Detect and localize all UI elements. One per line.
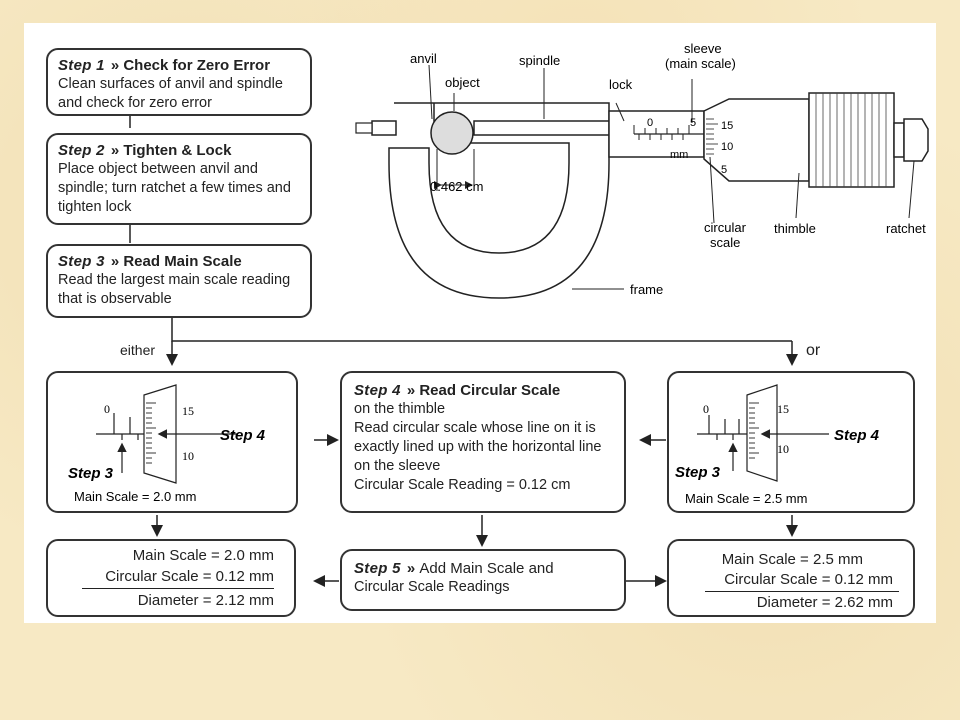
object-width-label: 0.462 cm — [430, 179, 483, 194]
spindle-shape — [473, 120, 610, 136]
step5-label: Step 5 — [354, 560, 401, 577]
step2-body: Place object between anvil and spindle; … — [58, 161, 291, 215]
step-arrow-icon: » — [406, 560, 416, 577]
ratchet-shape — [903, 118, 929, 162]
step4-reading: Circular Scale Reading = 0.12 cm — [354, 477, 571, 493]
left-reading-box: 0 15 10 Step 4 Step 3 Main Scale = 2.0 m… — [46, 371, 298, 513]
thimble-tick-10: 10 — [721, 141, 733, 153]
step3-box: Step 3 » Read Main Scale Read the largest… — [46, 244, 312, 318]
step5-body: Circular Scale Readings — [354, 579, 510, 595]
left-step3-label: Step 3 — [68, 465, 114, 482]
left-result-sum-line — [82, 588, 274, 589]
frame-label: frame — [630, 282, 663, 297]
right-result-sum-line — [705, 591, 899, 592]
left-result-main: Main Scale = 2.0 mm — [132, 547, 274, 564]
connector-arrows — [129, 113, 798, 587]
sleeve-tick-0: 0 — [647, 117, 653, 129]
left-tick-15: 15 — [182, 404, 194, 418]
step1-title: Check for Zero Error — [123, 57, 271, 74]
object-label: object — [445, 75, 480, 90]
right-caption: Main Scale = 2.5 mm — [685, 491, 807, 506]
step1-box: Step 1 » Check for Zero Error Clean surfa… — [46, 48, 312, 116]
spindle-label: spindle — [519, 53, 560, 68]
step3-label: Step 3 — [58, 253, 105, 270]
right-result-main: Main Scale = 2.5 mm — [721, 551, 863, 568]
right-step4-label: Step 4 — [834, 427, 880, 444]
anvil-shape — [371, 120, 397, 136]
left-caption: Main Scale = 2.0 mm — [74, 489, 196, 504]
left-step4-label: Step 4 — [220, 427, 266, 444]
diagram-panel: Step 1 » Check for Zero Error Clean surfa… — [24, 23, 936, 623]
left-tick-10: 10 — [182, 449, 194, 463]
right-tick-0: 0 — [703, 402, 709, 416]
right-result-circular: Circular Scale = 0.12 mm — [724, 571, 893, 588]
right-scale-drawing: 0 15 10 Step 4 Step 3 Main Scale = 2.5 m… — [675, 384, 880, 506]
left-result-box: Main Scale = 2.0 mm Circular Scale = 0.1… — [46, 539, 296, 617]
or-label: or — [806, 342, 821, 359]
thimble-label: thimble — [774, 221, 816, 236]
step3-body: Read the largest main scale reading that… — [58, 272, 291, 307]
step4-sub: on the thimble — [354, 401, 446, 417]
micrometer-drawing: 0 5 15 10 5 mm anvil object spindle slee… — [355, 41, 929, 299]
step4-label: Step 4 — [354, 382, 401, 399]
step4-title: Read Circular Scale — [419, 382, 561, 399]
ratchet-label: ratchet — [886, 221, 926, 236]
sleeve-label: sleeve — [684, 41, 722, 56]
thimble-grip — [808, 92, 895, 188]
thimble-tick-5: 5 — [721, 164, 727, 176]
scale-label: scale — [710, 235, 740, 250]
circular-label: circular — [704, 220, 747, 235]
thimble-tick-15: 15 — [721, 120, 733, 132]
left-result-diameter: Diameter = 2.12 mm — [137, 592, 274, 609]
mm-label: mm — [670, 149, 688, 161]
right-step3-label: Step 3 — [675, 464, 721, 481]
main-scale-label: (main scale) — [665, 56, 736, 71]
object-shape — [430, 111, 474, 155]
sleeve-tick-5: 5 — [690, 117, 696, 129]
right-tick-15: 15 — [777, 402, 789, 416]
step5-title: Add Main Scale and — [419, 560, 554, 577]
lock-label: lock — [609, 77, 633, 92]
step2-label: Step 2 — [58, 142, 105, 159]
step-arrow-icon: » — [110, 57, 120, 74]
right-tick-10: 10 — [777, 442, 789, 456]
right-reading-box: 0 15 10 Step 4 Step 3 Main Scale = 2.5 m… — [667, 371, 915, 513]
thimble-shape — [703, 98, 810, 182]
left-scale-drawing: 0 15 10 Step 4 Step 3 Main Scale = 2.0 m… — [68, 384, 266, 504]
right-result-diameter: Diameter = 2.62 mm — [756, 594, 893, 611]
step-arrow-icon: » — [110, 253, 120, 270]
left-tick-0: 0 — [104, 402, 110, 416]
frame-shape — [388, 102, 610, 299]
right-result-box: Main Scale = 2.5 mm Circular Scale = 0.1… — [667, 539, 915, 617]
left-result-circular: Circular Scale = 0.12 mm — [105, 568, 274, 585]
step1-label: Step 1 — [58, 57, 105, 74]
step4-body: Read circular scale whose line on it is … — [354, 420, 602, 474]
step2-box: Step 2 » Tighten & Lock Place object betw… — [46, 133, 312, 225]
step3-title: Read Main Scale — [123, 253, 242, 270]
step1-body: Clean surfaces of anvil and spindle and … — [58, 76, 283, 111]
step2-title: Tighten & Lock — [123, 142, 232, 159]
either-label: either — [120, 342, 156, 358]
step-arrow-icon: » — [406, 382, 416, 399]
step5-box: Step 5 » Add Main Scale and Circular Scal… — [340, 549, 626, 611]
step4-box: Step 4 » Read Circular Scale on the thimb… — [340, 371, 626, 513]
step-arrow-icon: » — [110, 142, 120, 159]
anvil-label: anvil — [410, 51, 437, 66]
